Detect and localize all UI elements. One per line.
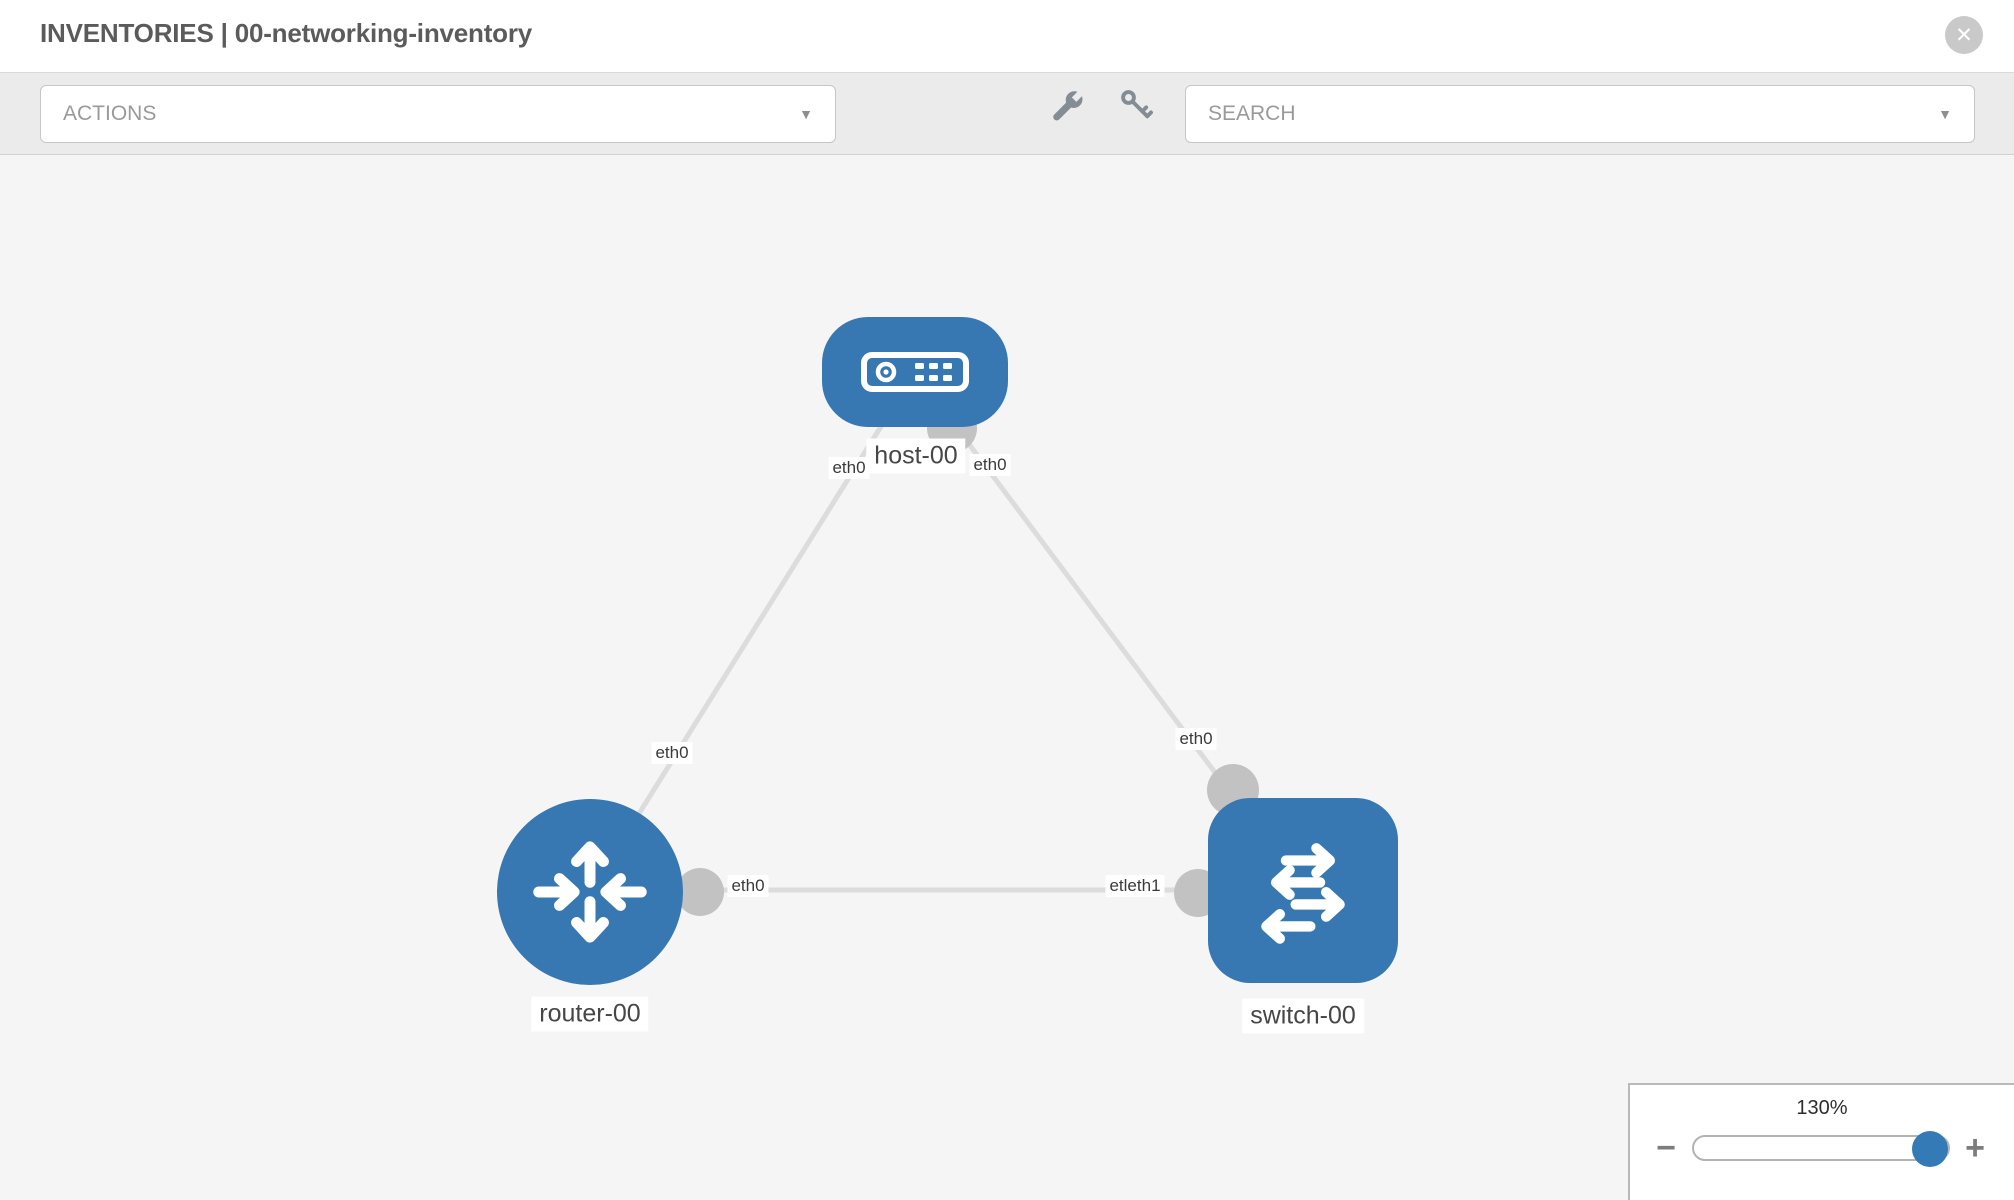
iface-label: eth0 — [1175, 728, 1217, 750]
zoom-level-value: 130% — [1796, 1097, 1848, 1119]
toolbar: ACTIONS ▼ SEARCH ▼ — [0, 73, 2014, 155]
search-dropdown-label: SEARCH — [1208, 102, 1296, 125]
router-icon — [533, 841, 647, 943]
zoom-in-button[interactable]: + — [1956, 1129, 1994, 1167]
zoom-control-panel: 130% − + — [1628, 1083, 2014, 1200]
zoom-slider-thumb[interactable] — [1912, 1131, 1948, 1167]
topology-canvas[interactable]: host-00 router-00 switch-00 eth0 eth0 et… — [0, 155, 2014, 1200]
node-label-router: router-00 — [531, 996, 649, 1032]
page-title: INVENTORIES | 00-networking-inventory — [40, 18, 533, 48]
zoom-slider[interactable] — [1692, 1131, 1950, 1167]
close-button[interactable]: ✕ — [1945, 16, 1983, 54]
iface-label: eth0 — [828, 457, 870, 479]
node-switch[interactable] — [1208, 798, 1398, 983]
port-router — [676, 868, 724, 916]
iface-label: eth0 — [727, 875, 769, 897]
switch-icon — [1261, 842, 1345, 944]
chevron-down-icon: ▼ — [799, 106, 813, 122]
iface-label: etleth1 — [1105, 875, 1165, 897]
server-icon — [861, 352, 969, 392]
credentials-button[interactable] — [1118, 87, 1154, 123]
links-layer — [587, 370, 1306, 917]
node-label-host: host-00 — [866, 438, 966, 474]
zoom-out-button[interactable]: − — [1647, 1131, 1685, 1169]
actions-dropdown-label: ACTIONS — [63, 102, 157, 125]
chevron-down-icon: ▼ — [1938, 106, 1952, 122]
node-router[interactable] — [497, 799, 683, 985]
node-host[interactable] — [822, 317, 1008, 427]
node-label-switch: switch-00 — [1242, 998, 1364, 1034]
minus-icon: − — [1656, 1129, 1676, 1167]
wrench-icon — [1053, 91, 1083, 121]
actions-dropdown[interactable]: ACTIONS ▼ — [40, 85, 836, 143]
search-dropdown[interactable]: SEARCH ▼ — [1185, 85, 1975, 143]
key-icon — [1121, 90, 1153, 119]
header: INVENTORIES | 00-networking-inventory ✕ — [0, 0, 2014, 73]
configure-button[interactable] — [1048, 87, 1084, 123]
close-icon: ✕ — [1955, 23, 1973, 47]
plus-icon: + — [1965, 1129, 1985, 1167]
iface-label: eth0 — [651, 742, 693, 764]
iface-label: eth0 — [969, 454, 1011, 476]
